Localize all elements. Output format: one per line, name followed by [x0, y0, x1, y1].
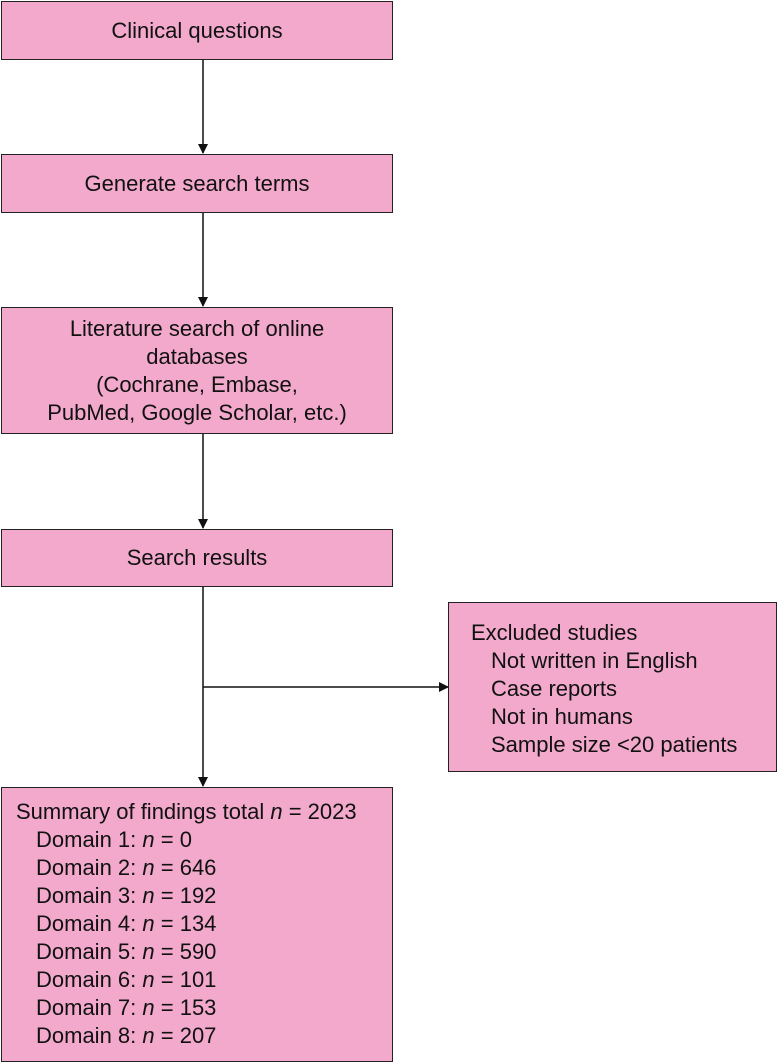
literature-search-line: Literature search of online: [69, 315, 325, 341]
domain-count: = 207: [154, 1023, 217, 1048]
domain-count: = 590: [154, 939, 217, 964]
domain-row: Domain 3: n = 192: [16, 882, 392, 910]
domain-count: = 192: [154, 883, 217, 908]
domain-count: = 134: [154, 911, 217, 936]
summary-title-prefix: Summary of findings total: [16, 799, 271, 824]
domain-n: n: [142, 827, 155, 852]
literature-search-line: databases: [146, 343, 248, 369]
domain-n: n: [142, 855, 155, 880]
domain-row: Domain 2: n = 646: [16, 854, 392, 882]
domain-count: = 0: [154, 827, 192, 852]
clinical-questions-label: Clinical questions: [111, 17, 283, 43]
literature-search-box: Literature search of online databases (C…: [1, 307, 393, 434]
domain-row: Domain 1: n = 0: [16, 826, 392, 854]
search-results-label: Search results: [126, 545, 268, 570]
domain-row: Domain 5: n = 590: [16, 938, 392, 966]
domain-label: Domain 2:: [36, 855, 143, 880]
domain-label: Domain 7:: [36, 995, 143, 1020]
excluded-item: Case reports: [491, 676, 617, 701]
domain-label: Domain 4:: [36, 911, 143, 936]
domain-row: Domain 4: n = 134: [16, 910, 392, 938]
domain-label: Domain 1:: [36, 827, 143, 852]
summary-title-n: n: [270, 799, 283, 824]
excluded-studies-title: Excluded studies: [471, 620, 638, 645]
clinical-questions-box: Clinical questions: [1, 1, 393, 60]
excluded-item: Not in humans: [491, 704, 633, 729]
summary-of-findings-box: Summary of findings total n = 2023 Domai…: [1, 787, 393, 1062]
domain-row: Domain 8: n = 207: [16, 1022, 392, 1050]
excluded-item: Sample size <20 patients: [491, 732, 738, 757]
domain-label: Domain 5:: [36, 939, 143, 964]
domain-label: Domain 3:: [36, 883, 143, 908]
generate-search-terms-box: Generate search terms: [1, 154, 393, 213]
domain-n: n: [142, 883, 155, 908]
domain-n: n: [142, 939, 155, 964]
domain-n: n: [142, 911, 155, 936]
domain-count: = 646: [154, 855, 217, 880]
excluded-studies-box: Excluded studies Not written in English …: [448, 602, 777, 772]
domain-row: Domain 6: n = 101: [16, 966, 392, 994]
literature-search-text: Literature search of online databases (C…: [47, 315, 347, 427]
domain-n: n: [142, 995, 155, 1020]
literature-search-line: (Cochrane, Embase,: [96, 371, 298, 397]
search-results-box: Search results: [1, 529, 393, 587]
domain-label: Domain 8:: [36, 1023, 143, 1048]
literature-search-line: PubMed, Google Scholar, etc.): [47, 399, 347, 425]
excluded-item: Not written in English: [491, 648, 698, 673]
domain-count: = 153: [154, 995, 217, 1020]
summary-title-total: = 2023: [282, 799, 357, 824]
domain-row: Domain 7: n = 153: [16, 994, 392, 1022]
domain-count: = 101: [154, 967, 217, 992]
summary-title: Summary of findings total n = 2023: [16, 798, 392, 826]
domain-label: Domain 6:: [36, 967, 143, 992]
generate-search-terms-label: Generate search terms: [84, 170, 310, 196]
domain-n: n: [142, 967, 155, 992]
domain-n: n: [142, 1023, 155, 1048]
